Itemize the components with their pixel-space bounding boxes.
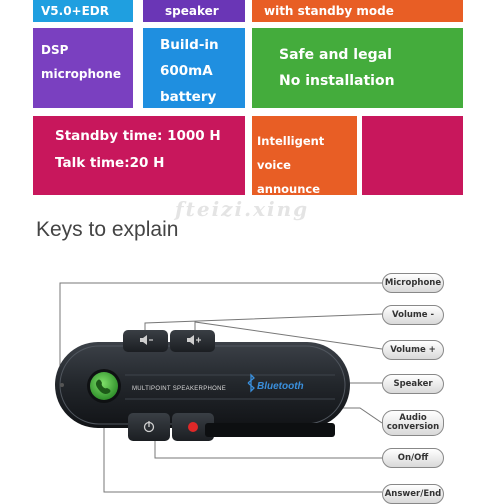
watermark: fteizi.xing xyxy=(175,197,310,221)
bluetooth-label: Bluetooth xyxy=(257,381,304,392)
feature-tile-standby: with standby mode xyxy=(252,0,463,22)
tile-line: Intelligent xyxy=(257,134,325,148)
feature-tile-bluetooth-version: V5.0+EDR xyxy=(33,0,133,22)
callout-speaker: Speaker xyxy=(382,374,444,394)
tile-line: battery xyxy=(160,89,217,105)
tile-line: microphone xyxy=(41,67,121,81)
callout-audio-conversion: Audio conversion xyxy=(382,410,444,436)
tile-line: Talk time:20 H xyxy=(55,155,165,171)
tile-line: No installation xyxy=(279,73,395,89)
feature-tile-talk-time: Standby time: 1000 H Talk time:20 H xyxy=(33,116,245,195)
feature-tile-voice-announce: Intelligent voice announce xyxy=(252,116,357,196)
tile-line: Build-in xyxy=(160,37,219,53)
tile-text: speaker xyxy=(165,4,219,18)
tile-line: Standby time: 1000 H xyxy=(55,128,221,144)
callout-answer-end: Answer/End xyxy=(382,484,444,504)
callout-volume-up: Volume + xyxy=(382,340,444,360)
feature-tile-safe-legal: Safe and legal No installation xyxy=(252,28,463,108)
section-heading: Keys to explain xyxy=(36,218,179,241)
tile-line: DSP xyxy=(41,43,69,57)
speakerphone-device xyxy=(55,330,350,441)
bluetooth-icon xyxy=(247,373,255,393)
volume-up-icon[interactable] xyxy=(187,335,201,345)
feature-tile-dsp-microphone: DSP microphone xyxy=(33,28,133,108)
callout-volume-down: Volume - xyxy=(382,305,444,325)
feature-tile-speaker: speaker xyxy=(143,0,245,22)
feature-tile-battery: Build-in 600mA battery xyxy=(143,28,245,108)
phone-icon[interactable] xyxy=(95,379,111,395)
callout-on-off: On/Off xyxy=(382,448,444,468)
brand-label: MULTIPOINT SPEAKERPHONE xyxy=(132,386,226,392)
tile-text: V5.0+EDR xyxy=(41,4,109,18)
volume-down-icon[interactable] xyxy=(140,335,153,345)
tile-line: 600mA xyxy=(160,63,213,79)
power-icon[interactable] xyxy=(143,421,155,433)
tile-line: voice announce xyxy=(257,158,321,196)
callout-microphone: Microphone xyxy=(382,273,444,293)
tile-text: with standby mode xyxy=(264,4,394,18)
feature-tile-blank xyxy=(362,116,463,195)
record-icon[interactable] xyxy=(188,422,198,432)
tile-line: Safe and legal xyxy=(279,47,392,63)
